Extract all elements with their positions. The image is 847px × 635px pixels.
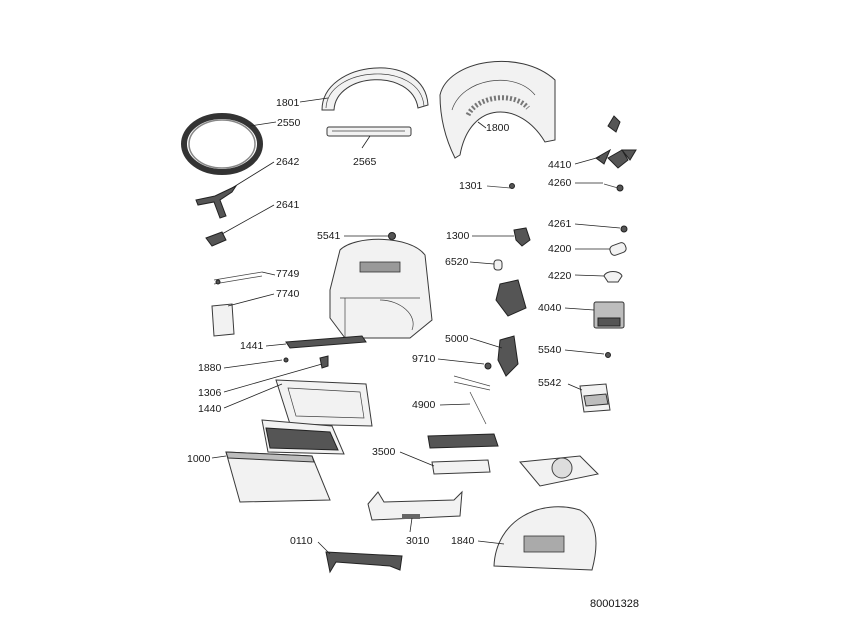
label-2641: 2641 xyxy=(276,199,300,211)
part-3500-panel xyxy=(399,433,499,475)
label-5541: 5541 xyxy=(317,230,341,242)
label-1801: 1801 xyxy=(276,97,300,109)
part-shroud xyxy=(519,455,600,487)
label-5000: 5000 xyxy=(445,333,469,345)
part-2565-strip xyxy=(326,126,412,149)
label-2550: 2550 xyxy=(277,117,301,129)
label-4040: 4040 xyxy=(538,302,562,314)
label-2642: 2642 xyxy=(276,156,300,168)
label-2565: 2565 xyxy=(353,156,377,168)
part-5540-wire xyxy=(564,349,611,358)
label-1880: 1880 xyxy=(198,362,222,374)
label-4200: 4200 xyxy=(548,243,572,255)
label-7740: 7740 xyxy=(276,288,300,300)
label-4410: 4410 xyxy=(548,159,572,171)
part-1440-door-frame xyxy=(223,379,373,427)
label-1441: 1441 xyxy=(240,340,264,352)
part-4410-fan xyxy=(574,115,637,169)
label-1300: 1300 xyxy=(446,230,470,242)
label-4261: 4261 xyxy=(548,218,572,230)
part-0110-handle xyxy=(317,541,403,574)
part-1300-switch xyxy=(472,227,531,247)
part-4260-wire xyxy=(575,182,624,192)
part-3010-base xyxy=(367,490,463,533)
label-5540: 5540 xyxy=(538,344,562,356)
label-1000: 1000 xyxy=(187,453,211,465)
label-4220: 4220 xyxy=(548,270,572,282)
label-0110: 0110 xyxy=(290,535,313,547)
part-control-board xyxy=(495,279,527,317)
label-4260: 4260 xyxy=(548,177,572,189)
part-4200-capacitor xyxy=(575,242,627,256)
part-1441-bar xyxy=(265,335,367,349)
part-1801-arch-frame xyxy=(299,67,429,111)
part-4220-bracket xyxy=(574,271,623,283)
part-6520-lamp xyxy=(469,259,503,271)
label-1800: 1800 xyxy=(486,122,510,134)
label-3010: 3010 xyxy=(406,535,430,547)
label-4900: 4900 xyxy=(412,399,436,411)
label-1301: 1301 xyxy=(459,180,483,192)
label-1440: 1440 xyxy=(198,403,222,415)
label-7749: 7749 xyxy=(276,268,300,280)
part-1880-screw xyxy=(223,357,289,369)
label-1306: 1306 xyxy=(198,387,222,399)
part-4040-transformer xyxy=(564,301,625,329)
part-1306-hook xyxy=(223,355,329,393)
part-1840-housing xyxy=(477,506,597,571)
label-9710: 9710 xyxy=(412,353,436,365)
oven-cavity xyxy=(329,238,433,339)
part-door-inner xyxy=(261,419,345,455)
label-6520: 6520 xyxy=(445,256,469,268)
part-7749-wires xyxy=(213,271,276,285)
part-1800-mesh-cover xyxy=(439,60,556,159)
label-5542: 5542 xyxy=(538,377,562,389)
part-5000-switch-assy xyxy=(469,335,519,377)
label-3500: 3500 xyxy=(372,446,396,458)
part-1000-door xyxy=(211,451,331,503)
part-2550-ring xyxy=(181,113,277,175)
part-2642-coupler xyxy=(195,161,275,219)
part-1301-clip xyxy=(486,183,515,189)
part-9710-fuses xyxy=(437,358,492,391)
part-5541-sensor xyxy=(344,232,396,240)
part-7740-sheet xyxy=(211,293,275,337)
part-2641-roller xyxy=(205,204,275,247)
part-5542-magnetron xyxy=(567,383,611,413)
part-4900-probe xyxy=(439,391,487,425)
part-4261-wire xyxy=(574,223,628,233)
document-number: 80001328 xyxy=(590,598,639,610)
label-1840: 1840 xyxy=(451,535,475,547)
